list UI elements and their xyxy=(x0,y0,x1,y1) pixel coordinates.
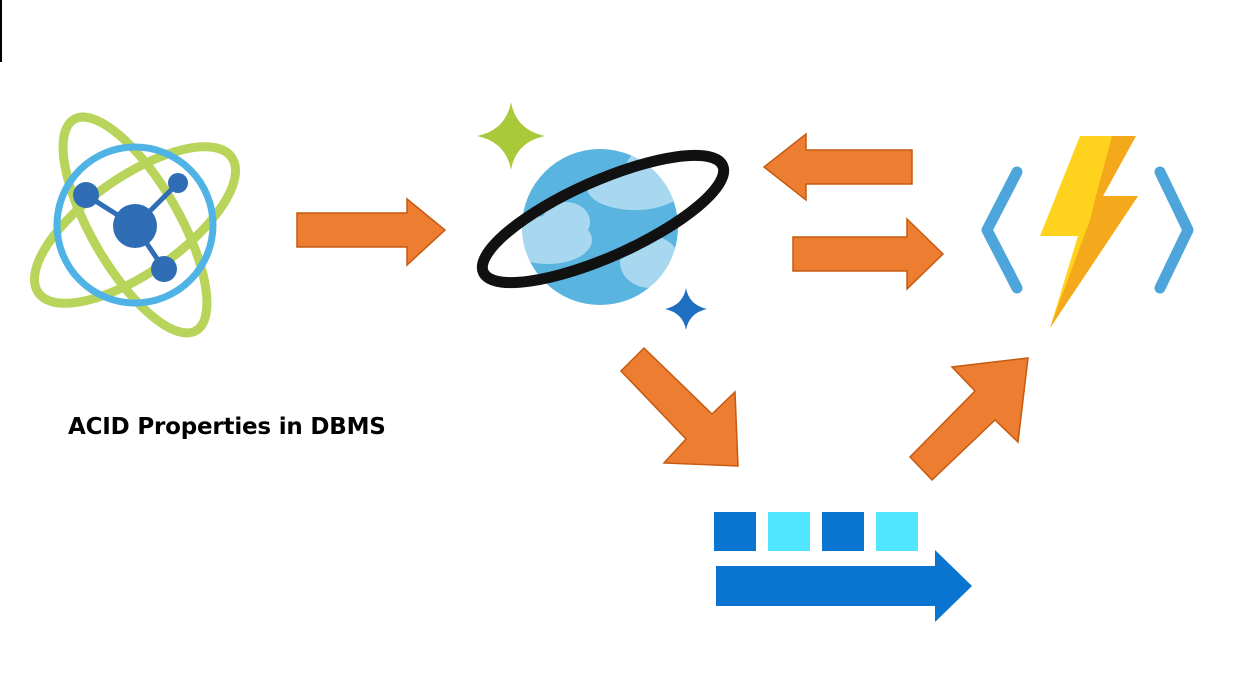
atom-network-icon xyxy=(29,112,241,338)
arrow-source-to-db xyxy=(296,197,447,267)
diagram-caption: ACID Properties in DBMS xyxy=(68,414,386,440)
sparkle-blue-icon xyxy=(665,288,707,330)
arrow-function-to-db xyxy=(762,132,913,202)
arrow-db-to-queue xyxy=(619,346,739,467)
message-queue-icon xyxy=(714,512,972,622)
arrow-db-to-function xyxy=(792,217,945,291)
corner-edge-mark xyxy=(0,0,2,62)
sparkle-green-icon xyxy=(477,102,545,170)
cosmos-db-planet-icon xyxy=(476,102,730,330)
azure-functions-icon xyxy=(981,136,1194,328)
arrow-queue-to-function xyxy=(908,357,1029,482)
